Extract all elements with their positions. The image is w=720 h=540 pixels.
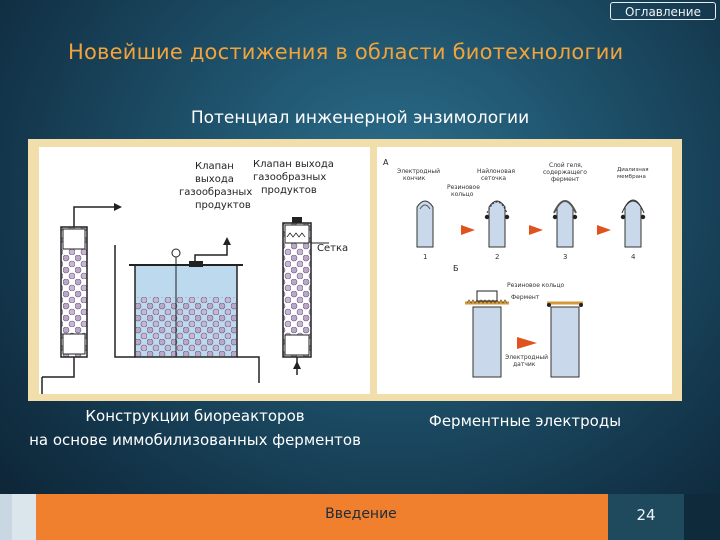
electrode-step-1: [416, 200, 434, 248]
page-number-box: 24: [608, 494, 684, 540]
step-number: 4: [631, 253, 636, 261]
step-number: 1: [423, 253, 427, 261]
column-reactor-left: [41, 203, 122, 394]
toc-button[interactable]: Оглавление: [610, 2, 716, 20]
step-number: 2: [495, 253, 499, 261]
caption-bioreactors: Конструкции биореакторов на основе иммоб…: [0, 404, 390, 452]
electrode-step-4: [620, 199, 646, 248]
slide-subtitle: Потенциал инженерной энзимологии: [190, 108, 530, 128]
caption-enzyme-electrodes: Ферментные электроды: [428, 412, 622, 430]
enzyme-label: Фермент: [511, 294, 540, 301]
step-arrow-1: [461, 225, 475, 235]
footer-nav-area: Введение: [36, 494, 608, 540]
step-arrow-b: [517, 337, 537, 349]
electrode-step-3: [552, 200, 578, 248]
caption-bioreactors-line1: Конструкции биореакторов: [85, 407, 305, 425]
tank-reactor: [114, 237, 260, 383]
column-reactor-right: [282, 217, 329, 375]
step-arrow-3: [597, 225, 611, 235]
page-number: 24: [636, 506, 656, 524]
footer-accent-light: [0, 494, 12, 540]
electrode-after: [547, 301, 583, 378]
footer-end-block: [684, 494, 720, 540]
step-arrow-2: [529, 225, 543, 235]
intro-link[interactable]: Введение: [325, 506, 397, 522]
panel-b-label: Б: [453, 264, 459, 273]
slide-title: Новейшие достижения в области биотехноло…: [68, 40, 624, 64]
electrode-before: [465, 290, 509, 378]
footer-accent-pale: [12, 494, 36, 540]
electrode-step-2: [484, 200, 510, 248]
rubber-ring-b-label: Резиновое кольцо: [507, 282, 565, 289]
mesh-label: Сетка: [317, 243, 348, 254]
step-number: 3: [563, 253, 567, 261]
panel-a-label: А: [383, 158, 389, 167]
caption-bioreactors-line2: на основе иммобилизованных ферментов: [29, 431, 361, 449]
footer-bar: Введение 24: [0, 494, 720, 540]
